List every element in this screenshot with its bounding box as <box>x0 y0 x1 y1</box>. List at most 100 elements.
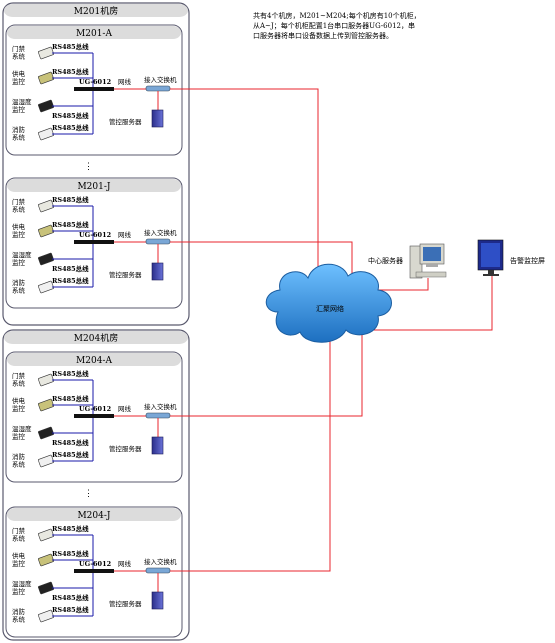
rack-title: M204-A <box>76 356 112 366</box>
rs485-label: RS485总线 <box>52 593 89 602</box>
device-label: 门禁 <box>12 371 26 380</box>
device-label: 监控 <box>12 230 26 239</box>
rs485-label: RS485总线 <box>52 276 89 285</box>
note-line-2: 从A~J；每个机柜配置1台串口服务器UG-6012，串 <box>253 21 415 30</box>
device-label: 门禁 <box>12 44 26 53</box>
device-label: 消防 <box>12 125 26 134</box>
desktop-pc-icon <box>409 243 447 279</box>
switch-icon <box>145 238 171 245</box>
note-line-3: 口服务器将串口设备数据上传到管控服务器。 <box>253 31 393 40</box>
door-controller-icon <box>38 528 54 542</box>
serial-server-icon <box>74 240 114 244</box>
power-meter-icon <box>38 224 54 238</box>
door-controller-icon <box>38 199 54 213</box>
machine-room-title: M204机房 <box>74 332 118 344</box>
device-label: 消防 <box>12 452 26 461</box>
center-server-label: 中心服务器 <box>368 256 403 265</box>
switch-label: 接入交换机 <box>144 402 177 411</box>
rs485-label: RS485总线 <box>52 524 89 533</box>
description-note: 共有4个机房，M201~M204;每个机房有10个机柜， 从A~J；每个机柜配置… <box>253 11 421 40</box>
rs485-label: RS485总线 <box>52 394 89 403</box>
rack-title-bar <box>7 353 181 366</box>
rs485-label: RS485总线 <box>52 605 89 614</box>
rack-title: M201-A <box>76 29 112 39</box>
power-meter-icon <box>38 398 54 412</box>
device-label: 供电 <box>12 222 26 231</box>
alarm-monitor-label: 告警监控屏 <box>510 256 545 265</box>
power-meter-icon <box>38 553 54 567</box>
device-label: 温湿度 <box>12 579 32 588</box>
server-tower-icon <box>151 436 164 455</box>
device-label: 门禁 <box>12 526 26 535</box>
switch-icon <box>145 412 171 419</box>
uplink-line <box>170 335 363 417</box>
mgmt-server-label: 管控服务器 <box>109 444 142 453</box>
rack: M204-J门禁系统RS485总线供电监控RS485总线温湿度监控RS485总线… <box>5 506 183 638</box>
device-label: 供电 <box>12 551 26 560</box>
device-label: 温湿度 <box>12 97 32 106</box>
door-controller-icon <box>38 46 54 60</box>
mgmt-server-label: 管控服务器 <box>109 117 142 126</box>
rack: M201-A门禁系统RS485总线供电监控RS485总线温湿度监控RS485总线… <box>5 24 183 156</box>
rack-ellipsis: ⋮ <box>84 162 93 172</box>
rs485-label: RS485总线 <box>52 67 89 76</box>
machine-room-title-bar <box>4 331 188 344</box>
device-label: 系统 <box>12 286 26 295</box>
rs485-label: RS485总线 <box>52 220 89 229</box>
center-server-link <box>372 278 429 291</box>
machine-room: M201机房⋮M201-A门禁系统RS485总线供电监控RS485总线温湿度监控… <box>2 2 190 326</box>
sensor-icon <box>38 99 54 113</box>
alarm-monitor-link <box>368 276 493 331</box>
switch-label: 接入交换机 <box>144 557 177 566</box>
uplink-line <box>170 241 353 275</box>
mgmt-server-label: 管控服务器 <box>109 599 142 608</box>
switch-label: 接入交换机 <box>144 228 177 237</box>
device-label: 监控 <box>12 587 26 596</box>
switch-label: 接入交换机 <box>144 75 177 84</box>
fire-controller-icon <box>38 609 54 623</box>
device-label: 消防 <box>12 278 26 287</box>
device-label: 系统 <box>12 534 26 543</box>
machine-room-title-bar <box>4 4 188 17</box>
server-tower-icon <box>151 262 164 281</box>
sensor-icon <box>38 581 54 595</box>
rs485-label: RS485总线 <box>52 549 89 558</box>
alarm-monitor: 告警监控屏 <box>477 239 545 276</box>
aggregation-network-cloud: 汇聚网络 <box>265 263 392 343</box>
rs485-label: RS485总线 <box>52 123 89 132</box>
device-model-label: UG-6012 <box>79 560 111 568</box>
device-label: 监控 <box>12 432 26 441</box>
network-cable-label: 网线 <box>118 404 132 413</box>
rs485-label: RS485总线 <box>52 369 89 378</box>
sensor-icon <box>38 426 54 440</box>
machine-room-title: M201机房 <box>74 5 118 17</box>
rack-title: M204-J <box>77 511 110 521</box>
device-label: 供电 <box>12 396 26 405</box>
network-cable-label: 网线 <box>118 230 132 239</box>
rs485-label: RS485总线 <box>52 450 89 459</box>
rack-title-bar <box>7 179 181 192</box>
device-label: 门禁 <box>12 197 26 206</box>
switch-icon <box>145 567 171 574</box>
device-label: 监控 <box>12 404 26 413</box>
device-model-label: UG-6012 <box>79 231 111 239</box>
device-model-label: UG-6012 <box>79 78 111 86</box>
rack: M204-A门禁系统RS485总线供电监控RS485总线温湿度监控RS485总线… <box>5 351 183 483</box>
mgmt-server-label: 管控服务器 <box>109 270 142 279</box>
note-line-1: 共有4个机房，M201~M204;每个机房有10个机柜， <box>253 11 421 20</box>
device-label: 系统 <box>12 52 26 61</box>
fire-controller-icon <box>38 454 54 468</box>
door-controller-icon <box>38 373 54 387</box>
rs485-label: RS485总线 <box>52 195 89 204</box>
device-label: 消防 <box>12 607 26 616</box>
device-label: 系统 <box>12 379 26 388</box>
device-label: 系统 <box>12 205 26 214</box>
device-label: 监控 <box>12 105 26 114</box>
network-cable-label: 网线 <box>118 77 132 86</box>
monitor-icon <box>477 239 504 276</box>
rack: M201-J门禁系统RS485总线供电监控RS485总线温湿度监控RS485总线… <box>5 177 183 309</box>
sensor-icon <box>38 252 54 266</box>
server-tower-icon <box>151 109 164 128</box>
server-tower-icon <box>151 591 164 610</box>
